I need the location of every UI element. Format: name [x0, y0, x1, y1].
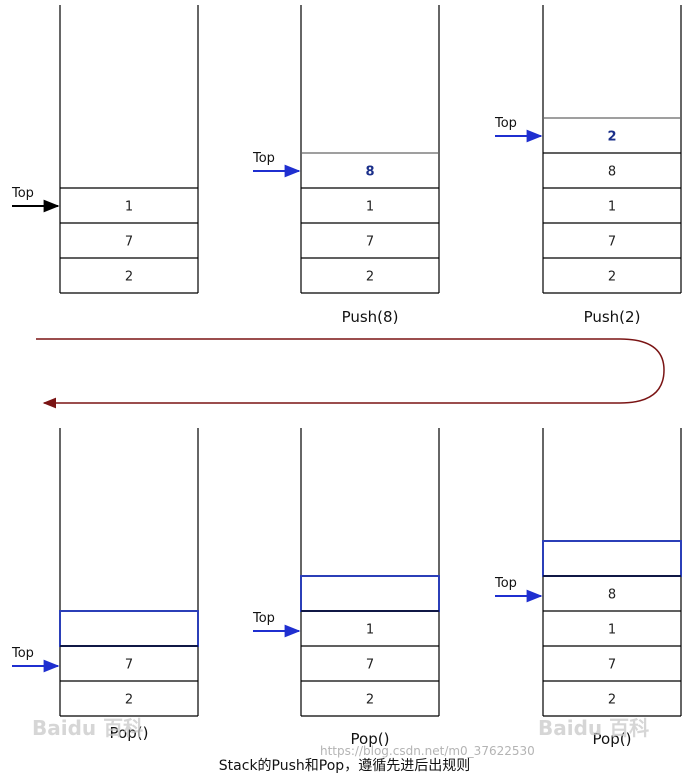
watermark-logo-right: Baidu 百科 — [538, 716, 650, 740]
stack-cell-value: 8 — [608, 165, 616, 180]
stack-cell-value: 2 — [366, 270, 374, 285]
stack-1: 1 7 2 Top — [11, 5, 199, 294]
stack-empty-slot — [59, 610, 199, 647]
stack-cell-value: 2 — [607, 130, 616, 145]
stack-operation-caption: Pop() — [110, 724, 149, 742]
stack-cell-value: 8 — [608, 588, 616, 603]
stack-cell-value: 7 — [608, 658, 616, 673]
stack-cell-value: 1 — [608, 200, 616, 215]
stack-cell-value: 1 — [366, 200, 374, 215]
stack-cell-value: 1 — [366, 623, 374, 638]
stack-empty-slot — [300, 575, 440, 612]
top-pointer-label: Top — [494, 116, 517, 131]
stack-operation-caption: Push(2) — [584, 308, 641, 326]
stack-cell-value: 2 — [608, 270, 616, 285]
top-pointer-label: Top — [252, 611, 275, 626]
return-arrow — [36, 338, 665, 409]
top-pointer-label: Top — [11, 646, 34, 661]
stack-cell-value: 7 — [366, 235, 374, 250]
stack-cell-value: 7 — [366, 658, 374, 673]
top-pointer-label: Top — [252, 151, 275, 166]
stack-cell-value: 2 — [366, 693, 374, 708]
top-pointer-label: Top — [494, 576, 517, 591]
stack-cell-value: 1 — [125, 200, 133, 215]
stack-operation-caption: Pop() — [593, 730, 632, 748]
stack-cell-value: 7 — [125, 235, 133, 250]
stack-cell-value: 7 — [608, 235, 616, 250]
watermark-url: https://blog.csdn.net/m0_37622530 — [320, 744, 535, 758]
stack-cell-value: 2 — [125, 270, 133, 285]
diagram-caption: Stack的Push和Pop，遵循先进后出规则 — [218, 758, 471, 774]
stack-cell-value: 1 — [608, 623, 616, 638]
stack-operation-caption: Push(8) — [342, 308, 399, 326]
stack-cell-value: 2 — [608, 693, 616, 708]
stack-cell-value: 8 — [365, 165, 374, 180]
stack-empty-slot — [542, 540, 682, 577]
watermark-logo-left: Baidu 百科 — [32, 716, 144, 740]
stack-cell-value: 2 — [125, 693, 133, 708]
top-pointer-label: Top — [11, 186, 34, 201]
stack-operation-caption: Pop() — [351, 730, 390, 748]
stack-cell-value: 7 — [125, 658, 133, 673]
